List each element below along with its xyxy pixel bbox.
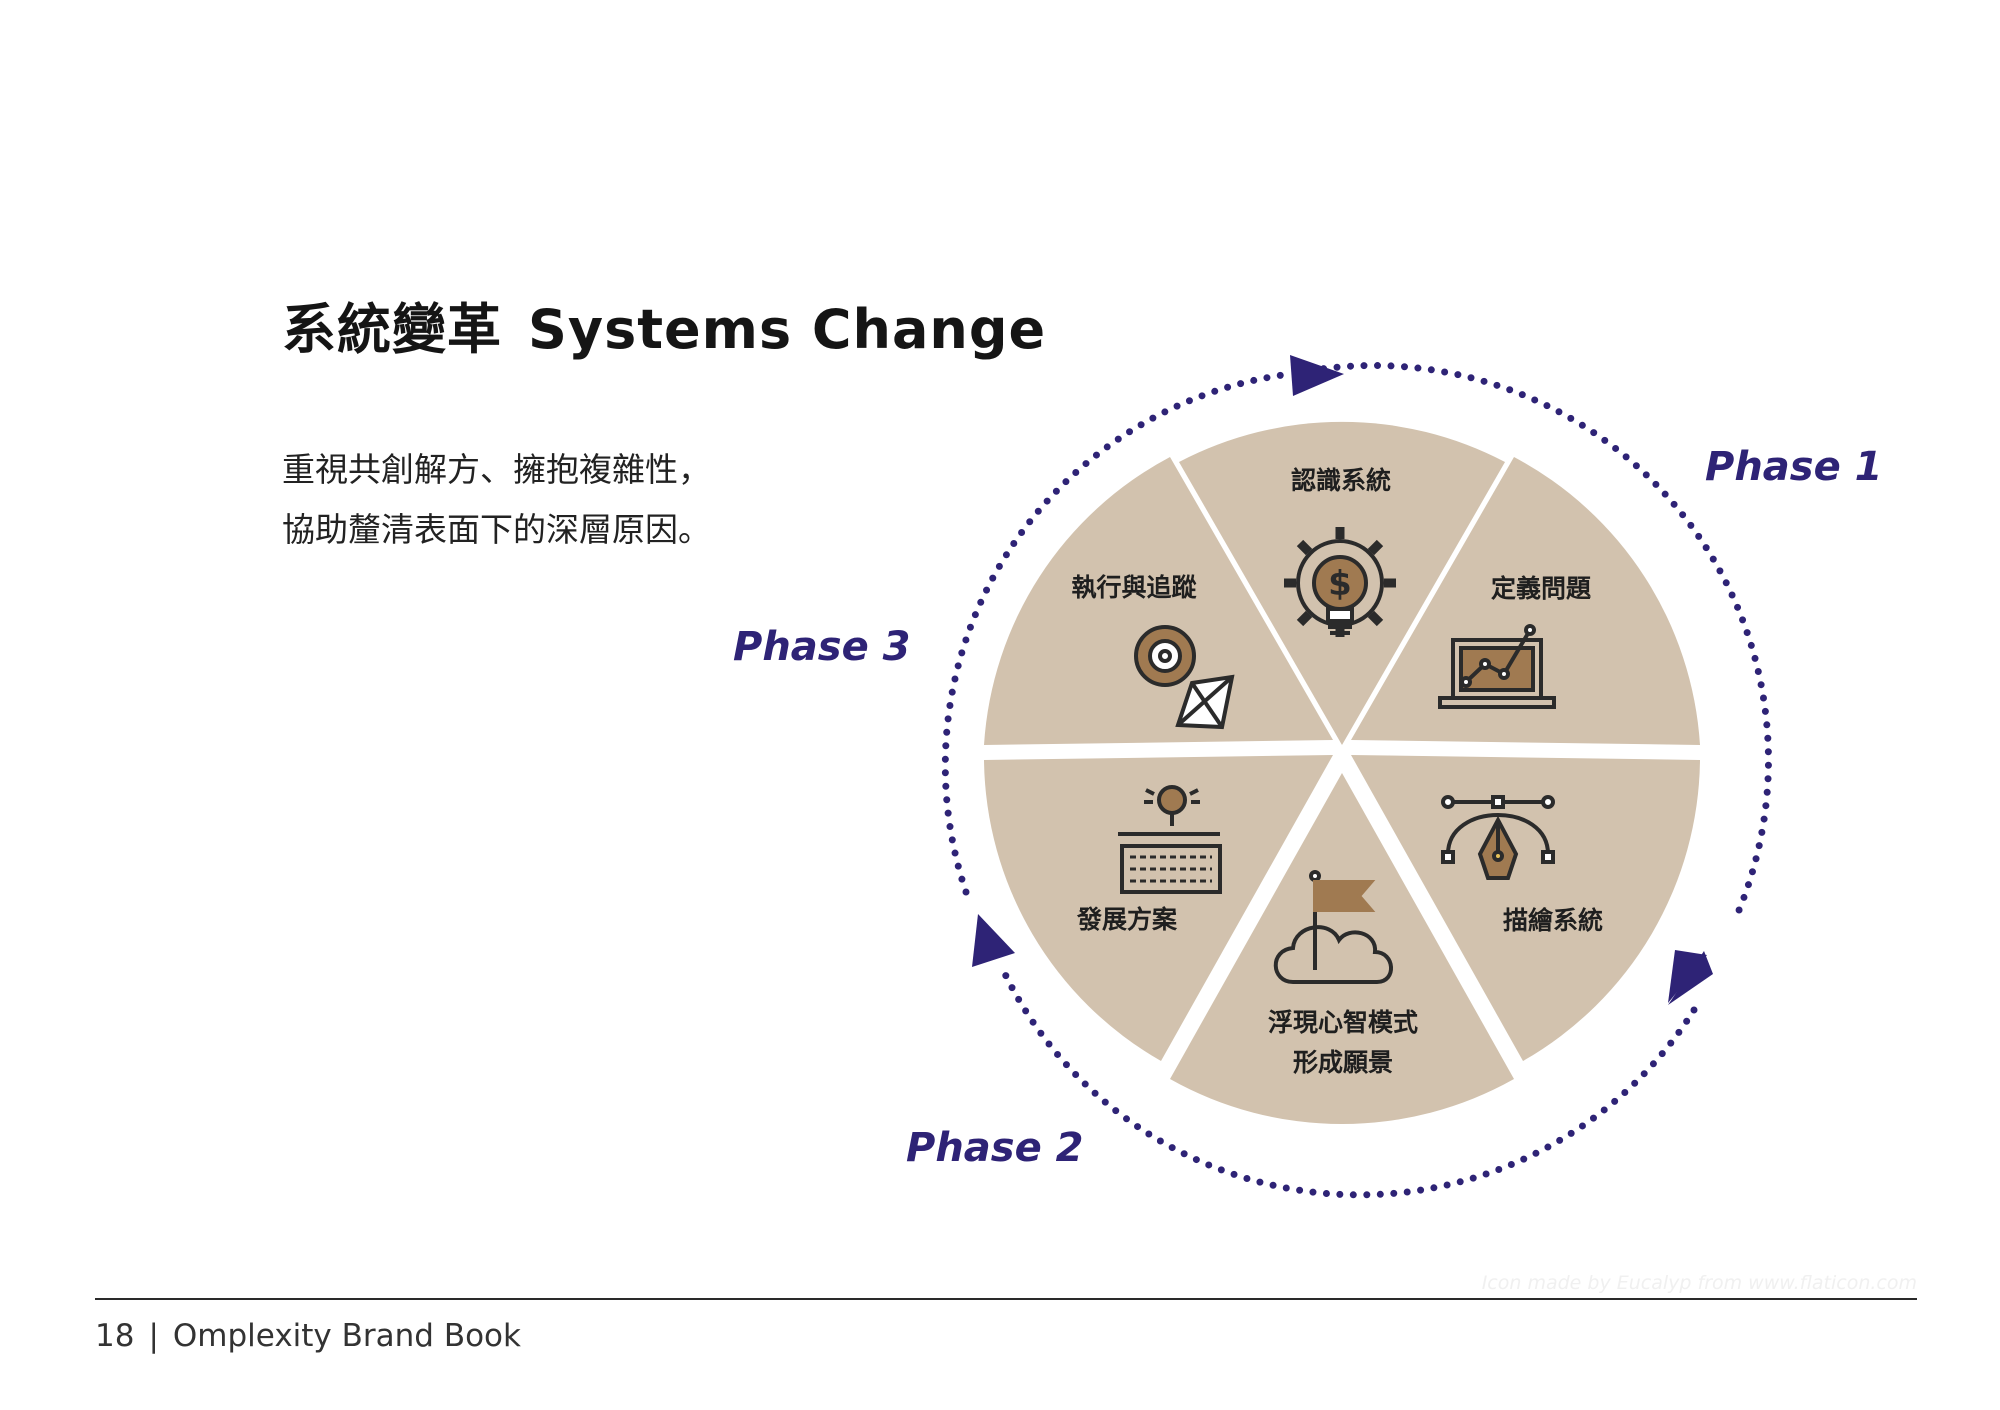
arrow-top-icon <box>1290 355 1344 396</box>
segment-label-top: 認識系統 <box>1291 466 1391 495</box>
title-zh: 系統變革 <box>282 298 502 361</box>
cloud-flag-icon <box>1273 870 1393 984</box>
segment-label-bottom-line1: 浮現心智模式 <box>1268 1008 1418 1037</box>
segment-label-bottom-right: 描繪系統 <box>1503 906 1603 935</box>
description-line-2: 協助釐清表面下的深層原因。 <box>282 510 711 549</box>
segment-label-bottom-left: 發展方案 <box>1076 905 1178 934</box>
description: 重視共創解方、擁抱複雜性， 協助釐清表面下的深層原因。 <box>282 440 711 560</box>
dotted-cycle-ring <box>941 362 1772 1199</box>
target-kite-icon <box>1134 625 1235 730</box>
segment-top-left <box>984 457 1333 745</box>
footer-separator: | <box>148 1318 159 1354</box>
segment-label-top-right: 定義問題 <box>1491 574 1592 603</box>
page-title: 系統變革 Systems Change <box>282 285 1046 364</box>
segment-bottom-right <box>1351 755 1700 1061</box>
keyboard-idea-icon <box>1118 785 1222 894</box>
brand-book-name: Omplexity Brand Book <box>172 1318 521 1354</box>
footer: 18 | Omplexity Brand Book <box>95 1318 521 1354</box>
page-number: 18 <box>95 1318 135 1354</box>
segment-top-right <box>1351 457 1700 745</box>
segment-label-bottom-line2: 形成願景 <box>1293 1048 1393 1077</box>
svg-text:$: $ <box>1328 564 1352 604</box>
phase-1-label: Phase 1 <box>1705 444 1883 490</box>
arrow-left-icon <box>972 914 1015 967</box>
footer-divider <box>95 1298 1917 1300</box>
phase-3-label: Phase 3 <box>733 624 911 670</box>
pen-tool-bezier-icon <box>1441 795 1555 880</box>
segment-bottom-left <box>984 755 1333 1061</box>
gear-bulb-dollar-icon: $ <box>1284 527 1396 637</box>
icon-credit: Icon made by Eucalyp from www.flaticon.c… <box>1481 1272 1917 1294</box>
arrow-right-icon <box>1668 951 1713 1005</box>
arrow-right-icon-b <box>1668 950 1707 1003</box>
segment-label-top-left: 執行與追蹤 <box>1071 573 1197 602</box>
laptop-chart-icon <box>1438 624 1556 709</box>
description-line-1: 重視共創解方、擁抱複雜性， <box>282 450 711 489</box>
segment-bottom <box>1170 773 1514 1125</box>
phase-2-label: Phase 2 <box>906 1125 1084 1171</box>
title-en: Systems Change <box>528 298 1047 361</box>
